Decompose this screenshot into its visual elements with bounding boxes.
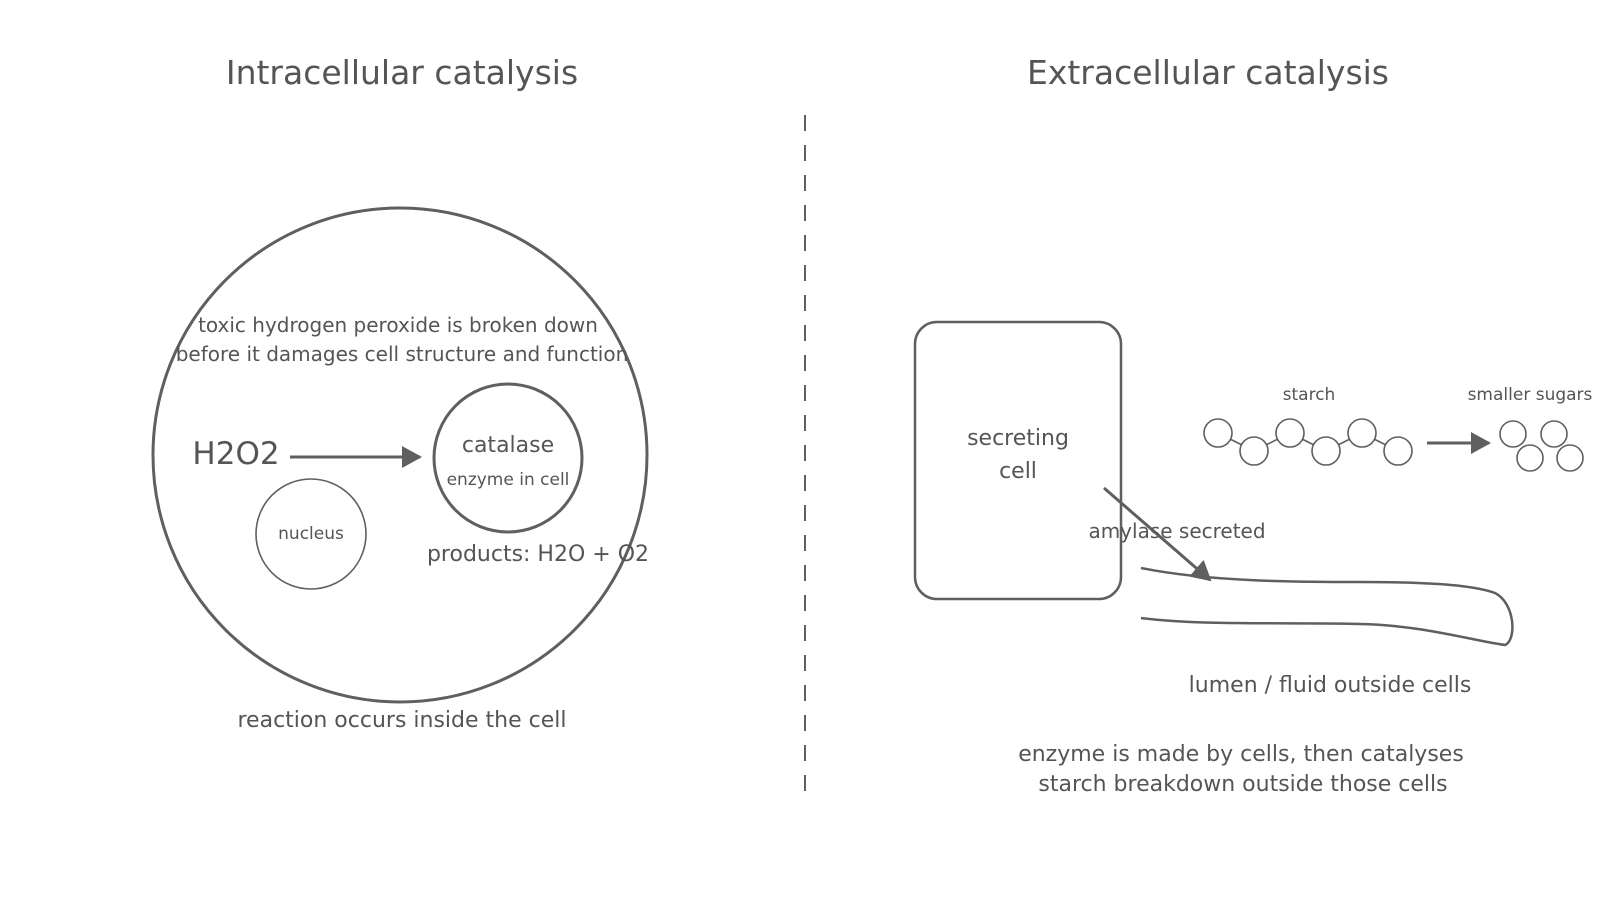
secretion-arrow	[1103, 486, 1212, 582]
starch-glucose-unit	[1311, 436, 1341, 466]
cell-membrane	[151, 206, 649, 704]
starch-glucose-unit	[1347, 418, 1377, 448]
intracellular-caption: reaction occurs inside the cell	[238, 708, 567, 733]
extracellular-caption-line1: enzyme is made by cells, then catalyses	[1018, 742, 1464, 767]
enzyme-note-label: enzyme in cell	[447, 470, 570, 490]
nucleus-label: nucleus	[278, 524, 344, 544]
smaller-sugars	[1499, 420, 1584, 472]
starch-glucose-unit	[1203, 418, 1233, 448]
smaller-sugars-label: smaller sugars	[1468, 385, 1593, 405]
intracellular-description-line1: toxic hydrogen peroxide is broken down	[198, 313, 598, 337]
substrate-label: H2O2	[192, 436, 279, 472]
sugar-molecule	[1556, 444, 1584, 472]
extracellular-caption-line2: starch breakdown outside those cells	[1038, 772, 1447, 797]
starch-glucose-unit	[1383, 436, 1413, 466]
starch-label: starch	[1283, 385, 1336, 405]
starch-chain	[1203, 418, 1413, 466]
lumen-label: lumen / fluid outside cells	[1189, 673, 1472, 698]
starch-glucose-unit	[1275, 418, 1305, 448]
enzyme-name-label: catalase	[462, 433, 554, 458]
secretion-label: amylase secreted	[1088, 519, 1265, 543]
intracellular-title: Intracellular catalysis	[226, 53, 578, 92]
lumen-tube	[1140, 566, 1514, 647]
secreting-cell	[913, 320, 1123, 601]
sugar-molecule	[1540, 420, 1568, 448]
secreting-cell-label-line2: cell	[999, 459, 1037, 484]
sugar-molecule	[1499, 420, 1527, 448]
catalase-enzyme	[432, 382, 584, 534]
sugar-molecule	[1516, 444, 1544, 472]
nucleus	[255, 478, 367, 590]
starch-glucose-unit	[1239, 436, 1269, 466]
secreting-cell-label-line1: secreting	[967, 426, 1069, 451]
intracellular-description-line2: before it damages cell structure and fun…	[176, 342, 629, 366]
extracellular-title: Extracellular catalysis	[1027, 53, 1389, 92]
products-label: products: H2O + O2	[427, 542, 649, 567]
